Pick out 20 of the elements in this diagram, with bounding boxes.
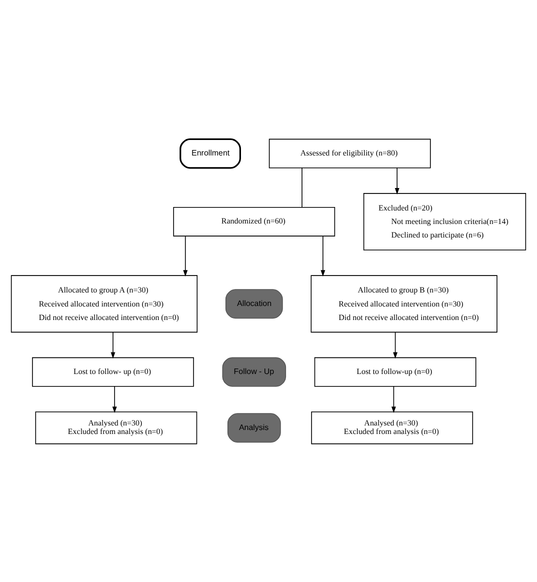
arrow [391,386,396,412]
node-box: Allocation [225,288,283,318]
arrow [320,236,326,276]
node-box: Excluded (n=20) Not meeting inclusion criteria(n=14) Declined to participate (n=6) [363,192,526,250]
node-box: Analysed (n=30) Excluded from analysis (n=0) [35,411,198,444]
node-box: Allocated to group A (n=30) Received allocated intervention (n=30) Did not receive allocated intervention (n=0) [10,274,198,332]
node-box: Lost to follow-up (n=0) [314,356,476,386]
arrow [393,331,398,358]
arrow [394,167,400,194]
arrow [183,236,188,276]
node-box: Analysed (n=30) Excluded from analysis (n=0) [311,411,474,444]
node-box: Analysis [227,412,281,442]
node-box: Randomized (n=60) [173,206,336,236]
node-box: Allocated to group B (n=30) Received allocated intervention (n=30) Did not receive allocated intervention (n=0) [310,274,498,332]
node-box: Enrollment [180,138,241,168]
node-box: Follow - Up [222,356,286,386]
arrow [112,386,117,412]
node-box: Lost to follow- up (n=0) [32,356,194,386]
arrow [110,331,116,358]
node-box: Assessed for eligibility (n=80) [268,138,431,168]
